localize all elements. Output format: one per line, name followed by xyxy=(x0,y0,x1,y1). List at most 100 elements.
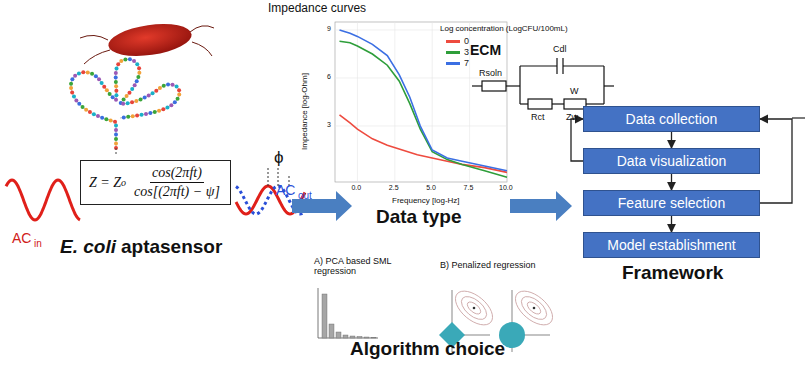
nucleotide-dot xyxy=(166,82,170,86)
nucleotide-dot xyxy=(135,79,139,83)
nucleotide-dot xyxy=(114,75,118,79)
nucleotide-dot xyxy=(114,71,118,75)
nucleotide-dot xyxy=(70,90,74,94)
ac-input-wave xyxy=(6,180,80,220)
nucleotide-dot xyxy=(127,91,131,95)
nucleotide-dot xyxy=(171,83,175,87)
bar xyxy=(343,335,348,338)
nucleotide-dot xyxy=(128,57,132,61)
nucleotide-dot xyxy=(143,96,147,100)
text-label: Algorithm choice xyxy=(350,338,505,360)
nucleotide-dot xyxy=(73,74,77,78)
nucleotide-dot xyxy=(114,89,118,93)
nucleotide-dot xyxy=(130,100,134,104)
nucleotide-dot xyxy=(70,77,74,81)
nucleotide-dot xyxy=(137,66,141,70)
nucleotide-dot xyxy=(125,94,129,98)
formula-box: Z = Zocos(2πft)cos[(2πft) − ψ] xyxy=(80,160,231,205)
text-label: Impedance [log-Ohm] xyxy=(300,73,309,150)
nucleotide-dot xyxy=(144,112,148,116)
legend-text: 7 xyxy=(464,58,469,68)
text-label: ϕ xyxy=(274,148,284,168)
nucleotide-dot xyxy=(123,57,127,61)
nucleotide-dot xyxy=(157,109,161,113)
text-label: A) PCA based SML regression xyxy=(314,256,392,277)
text-label: Cdl xyxy=(553,44,567,54)
nucleotide-dot xyxy=(94,74,98,78)
nucleotide-dot xyxy=(105,88,109,92)
nucleotide-dot xyxy=(114,124,118,128)
nucleotide-dot xyxy=(114,80,118,84)
nucleotide-dot xyxy=(148,111,152,115)
nucleotide-dot xyxy=(102,85,106,89)
nucleotide-dot xyxy=(100,81,104,85)
legend-swatch xyxy=(446,62,460,65)
nucleotide-dot xyxy=(119,59,123,63)
box-text: Data visualization xyxy=(617,153,727,169)
text-label: Log concentration (LogCFU/100mL) xyxy=(440,24,568,33)
text-label: 10.0 xyxy=(499,184,513,192)
nucleotide-dot xyxy=(137,71,141,75)
formula-text: Z = Z xyxy=(89,175,121,191)
nucleotide-dot xyxy=(132,59,136,63)
text-label: Rsoln xyxy=(479,68,502,78)
text-label: out xyxy=(298,190,312,202)
legend-row: 3 xyxy=(446,47,469,57)
legend-swatch xyxy=(446,51,460,54)
nucleotide-dot xyxy=(162,84,166,88)
nucleotide-dot xyxy=(114,137,118,141)
nucleotide-dot xyxy=(74,98,78,102)
nucleotide-dot xyxy=(69,86,73,90)
equivalent-circuit xyxy=(472,58,614,109)
nucleotide-dot xyxy=(108,92,112,96)
text-label: ECM xyxy=(470,42,501,58)
text-label: Zw xyxy=(566,112,578,122)
nucleotide-dot xyxy=(177,93,181,97)
nucleotide-dot xyxy=(135,62,139,66)
nucleotide-dot xyxy=(72,95,76,99)
nucleotide-dot xyxy=(175,84,179,88)
nucleotide-dot xyxy=(126,115,130,119)
process-box: Data visualization xyxy=(583,148,760,174)
nucleotide-dot xyxy=(173,100,177,104)
nucleotide-dot xyxy=(135,114,139,118)
process-box: Data collection xyxy=(583,106,760,132)
formula-subscript: o xyxy=(121,177,126,188)
bar xyxy=(329,324,334,338)
connector xyxy=(571,119,583,161)
nucleotide-dot xyxy=(77,71,81,75)
aptamer xyxy=(71,59,180,148)
nucleotide-dot xyxy=(86,71,90,75)
process-box: Feature selection xyxy=(583,190,760,216)
text-label: AC xyxy=(12,230,31,246)
nucleotide-dot xyxy=(69,82,73,86)
nucleotide-dot xyxy=(139,97,143,101)
nucleotide-dot xyxy=(100,116,104,120)
nucleotide-dot xyxy=(114,133,118,137)
formula-numerator: cos(2πft) xyxy=(150,165,204,183)
text-label: Data type xyxy=(376,206,462,228)
connector xyxy=(671,174,672,190)
nucleotide-dot xyxy=(122,97,126,101)
connector xyxy=(671,132,672,148)
connector xyxy=(671,216,672,232)
bar xyxy=(357,337,362,339)
text-label: aptasensor xyxy=(121,236,222,258)
text-label: 0.0 xyxy=(351,184,361,192)
nucleotide-dot xyxy=(113,120,117,124)
text-label: 2.5 xyxy=(389,184,399,192)
scree-bar-chart xyxy=(318,288,378,338)
nucleotide-dot xyxy=(92,112,96,116)
legend-swatch xyxy=(446,40,460,43)
nucleotide-dot xyxy=(81,70,85,74)
text-label: Rct xyxy=(531,112,545,122)
nucleotide-dot xyxy=(97,77,101,81)
nucleotide-dot xyxy=(134,99,138,103)
text-label: Frequency [log-Hz] xyxy=(392,196,460,205)
text-label: in xyxy=(34,238,42,250)
text-label: Impedance curves xyxy=(268,2,366,16)
nucleotide-dot xyxy=(90,72,94,76)
framework-side-arrows xyxy=(792,117,805,118)
bar xyxy=(364,337,369,338)
nucleotide-dot xyxy=(115,66,119,70)
